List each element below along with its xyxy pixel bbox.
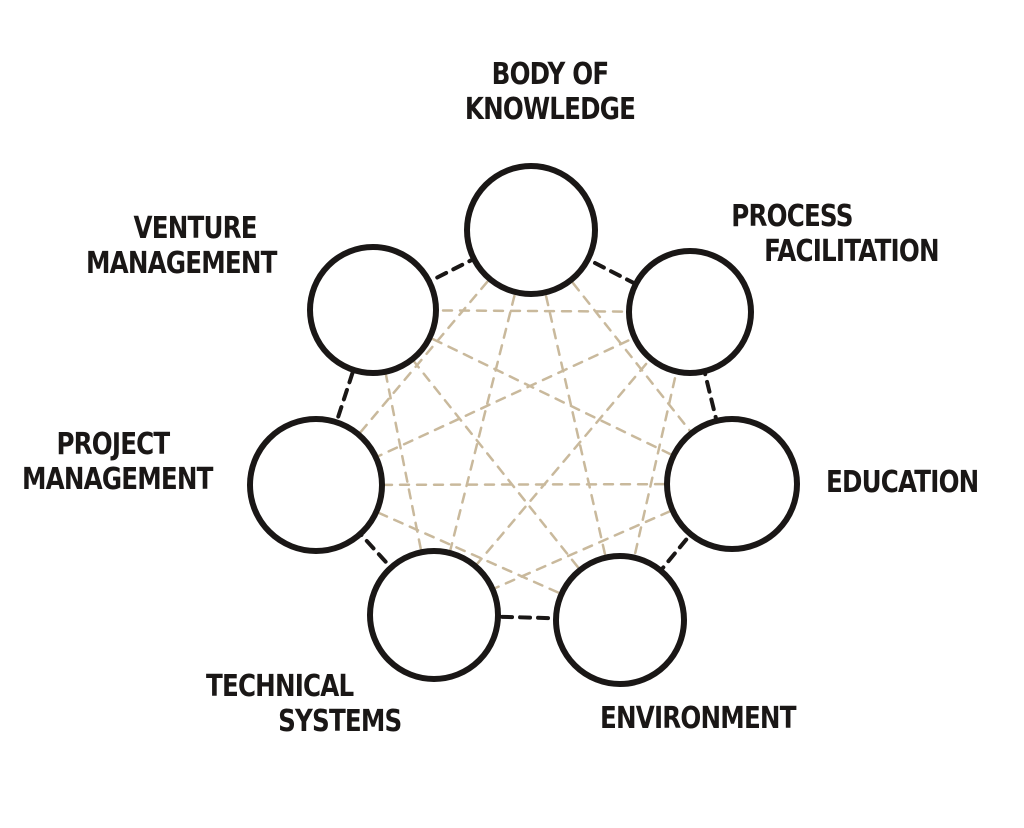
connector-line-education-project-management (314, 482, 734, 487)
label-education: Education (826, 465, 979, 500)
node-circle-process-facilitation (626, 248, 754, 376)
node-circle-education (664, 416, 800, 552)
label-technical-systems: TechnicalSystems (206, 669, 402, 739)
connector-line-environment-venture-management (371, 308, 622, 622)
node-circle-project-management (247, 416, 385, 554)
node-circle-technical-systems (367, 548, 501, 682)
node-circle-environment (553, 553, 687, 687)
label-body-of-knowledge: Body ofKnowledge (464, 57, 636, 127)
label-environment: Environment (600, 701, 796, 736)
label-project-management: ProjectManagement (22, 427, 213, 497)
label-process-facilitation: ProcessFacilitation (731, 199, 939, 269)
node-circle-body-of-knowledge (464, 163, 598, 297)
connector-line-education-venture-management (371, 308, 734, 486)
label-venture-management: VentureManagement (86, 211, 277, 281)
node-circles (247, 163, 800, 687)
node-circle-venture-management (307, 244, 439, 376)
